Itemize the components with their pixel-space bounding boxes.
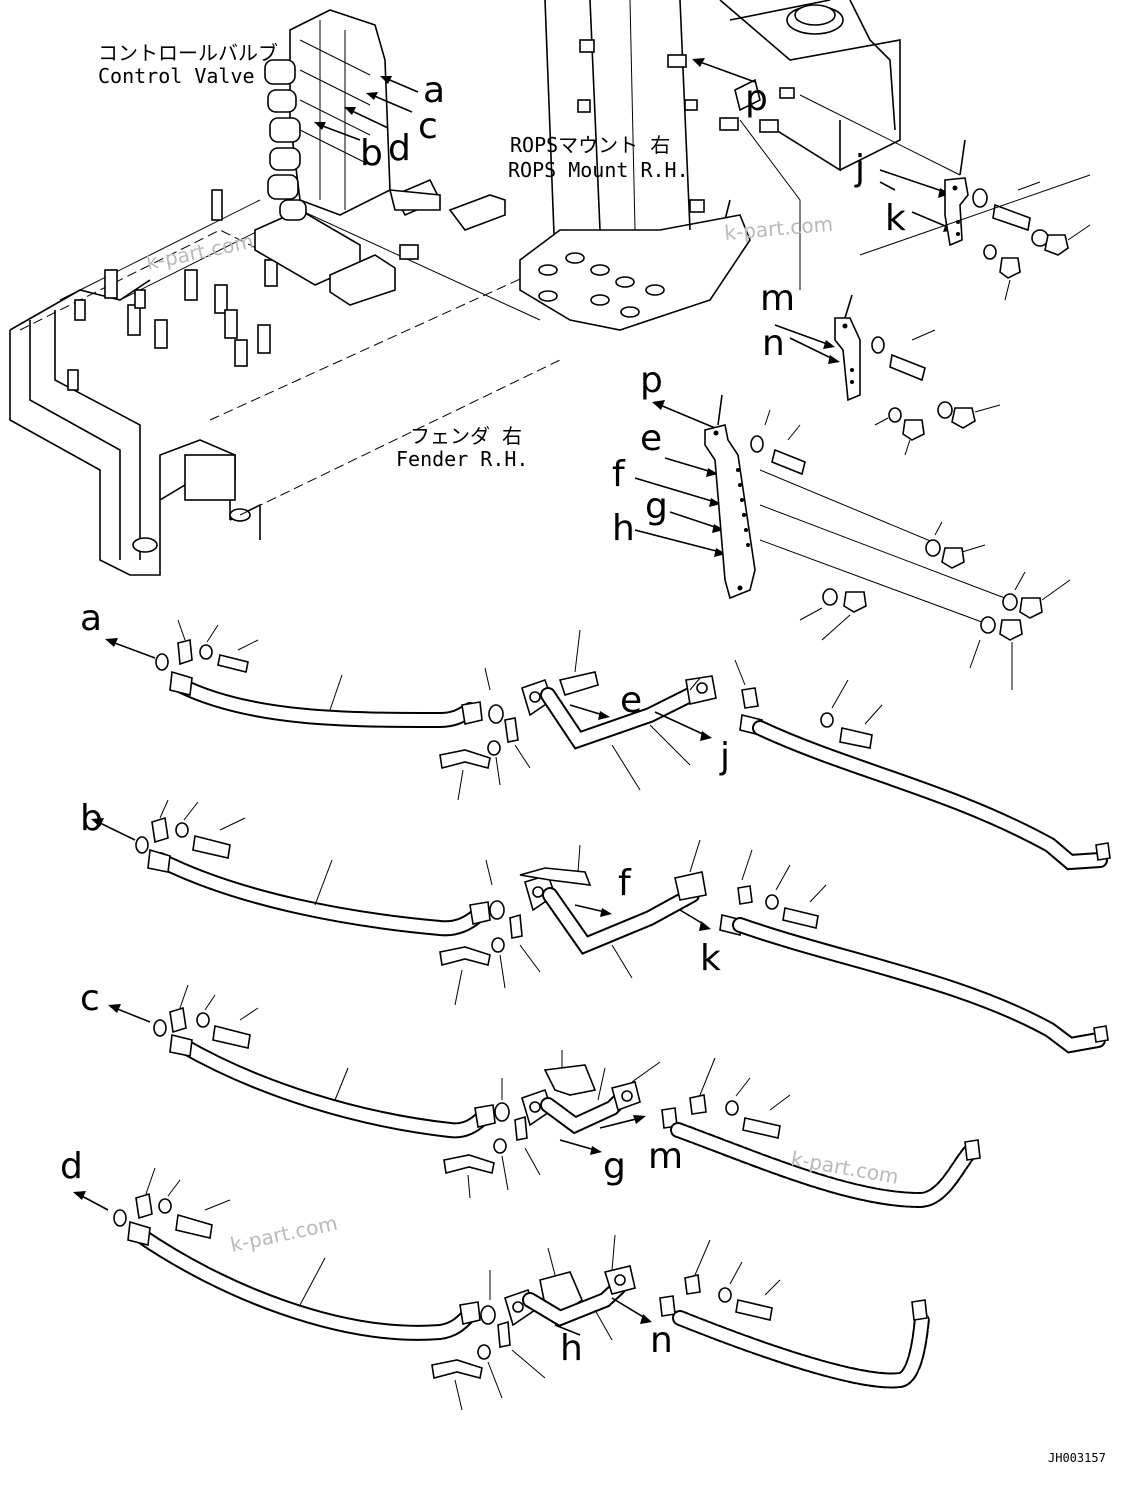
callout-b-row: b — [80, 798, 103, 839]
rops-mount-label-en: ROPS Mount R.H. — [508, 158, 689, 182]
fender-label-jp: フェンダ 右 — [410, 424, 522, 448]
callout-a-top: a — [423, 70, 445, 111]
callout-k-top: k — [885, 198, 906, 239]
control-valve — [264, 9, 441, 221]
bracket-jk — [799, 94, 1091, 301]
hose-assembly-d: d n h — [60, 1146, 930, 1411]
callout-j-row: j — [719, 736, 730, 777]
callout-c-row: c — [80, 978, 100, 1019]
callout-h-row: h — [560, 1328, 583, 1369]
callout-c-top: c — [418, 106, 438, 147]
hose-assembly-a: a e j — [80, 598, 1111, 871]
frame-studs — [67, 189, 278, 391]
control-valve-label-jp: コントロールバルブ — [98, 41, 278, 65]
rops-mount-label-jp: ROPSマウント 右 — [510, 133, 670, 157]
component-labels: コントロールバルブ Control Valve ROPSマウント 右 ROPS … — [98, 41, 689, 471]
bracket-efgh — [704, 394, 1071, 690]
hose-assembly-c: c m g — [80, 978, 981, 1209]
callout-n-top: n — [762, 323, 785, 364]
callout-f-row: f — [618, 863, 632, 904]
watermark-1: k-part.com — [144, 229, 256, 275]
callout-d-row: d — [60, 1146, 83, 1187]
watermark-4: k-part.com — [228, 1211, 340, 1257]
drawing-number: JH003157 — [1048, 1451, 1106, 1465]
top-callouts: a c b d p j k m n p e f g h — [314, 58, 955, 557]
hose-assembly-b: b f k — [80, 798, 1109, 1054]
callout-g-top: g — [645, 486, 668, 527]
callout-h-top: h — [612, 508, 635, 549]
rops-mount-holes — [538, 252, 665, 318]
callout-e-row: e — [620, 680, 642, 721]
bracket-mn — [739, 119, 1001, 456]
callout-p-bracket: p — [640, 360, 663, 401]
callout-m-row: m — [648, 1136, 683, 1177]
callout-j-top: j — [854, 148, 865, 189]
valve-spools — [264, 59, 307, 221]
callout-b-top: b — [360, 133, 383, 174]
callout-p-top: p — [745, 78, 768, 119]
callout-f-top: f — [612, 454, 626, 495]
callout-g-row: g — [603, 1146, 626, 1187]
rops-mount — [519, 0, 901, 331]
callout-k-row: k — [700, 938, 721, 979]
callout-m-top: m — [760, 278, 795, 319]
chassis-frame — [9, 178, 561, 576]
callout-e-top: e — [640, 418, 662, 459]
callout-d-top: d — [388, 128, 411, 169]
callout-n-row: n — [650, 1320, 673, 1361]
callout-a-row: a — [80, 598, 102, 639]
fender-label-en: Fender R.H. — [396, 447, 528, 471]
control-valve-label-en: Control Valve — [98, 64, 255, 88]
